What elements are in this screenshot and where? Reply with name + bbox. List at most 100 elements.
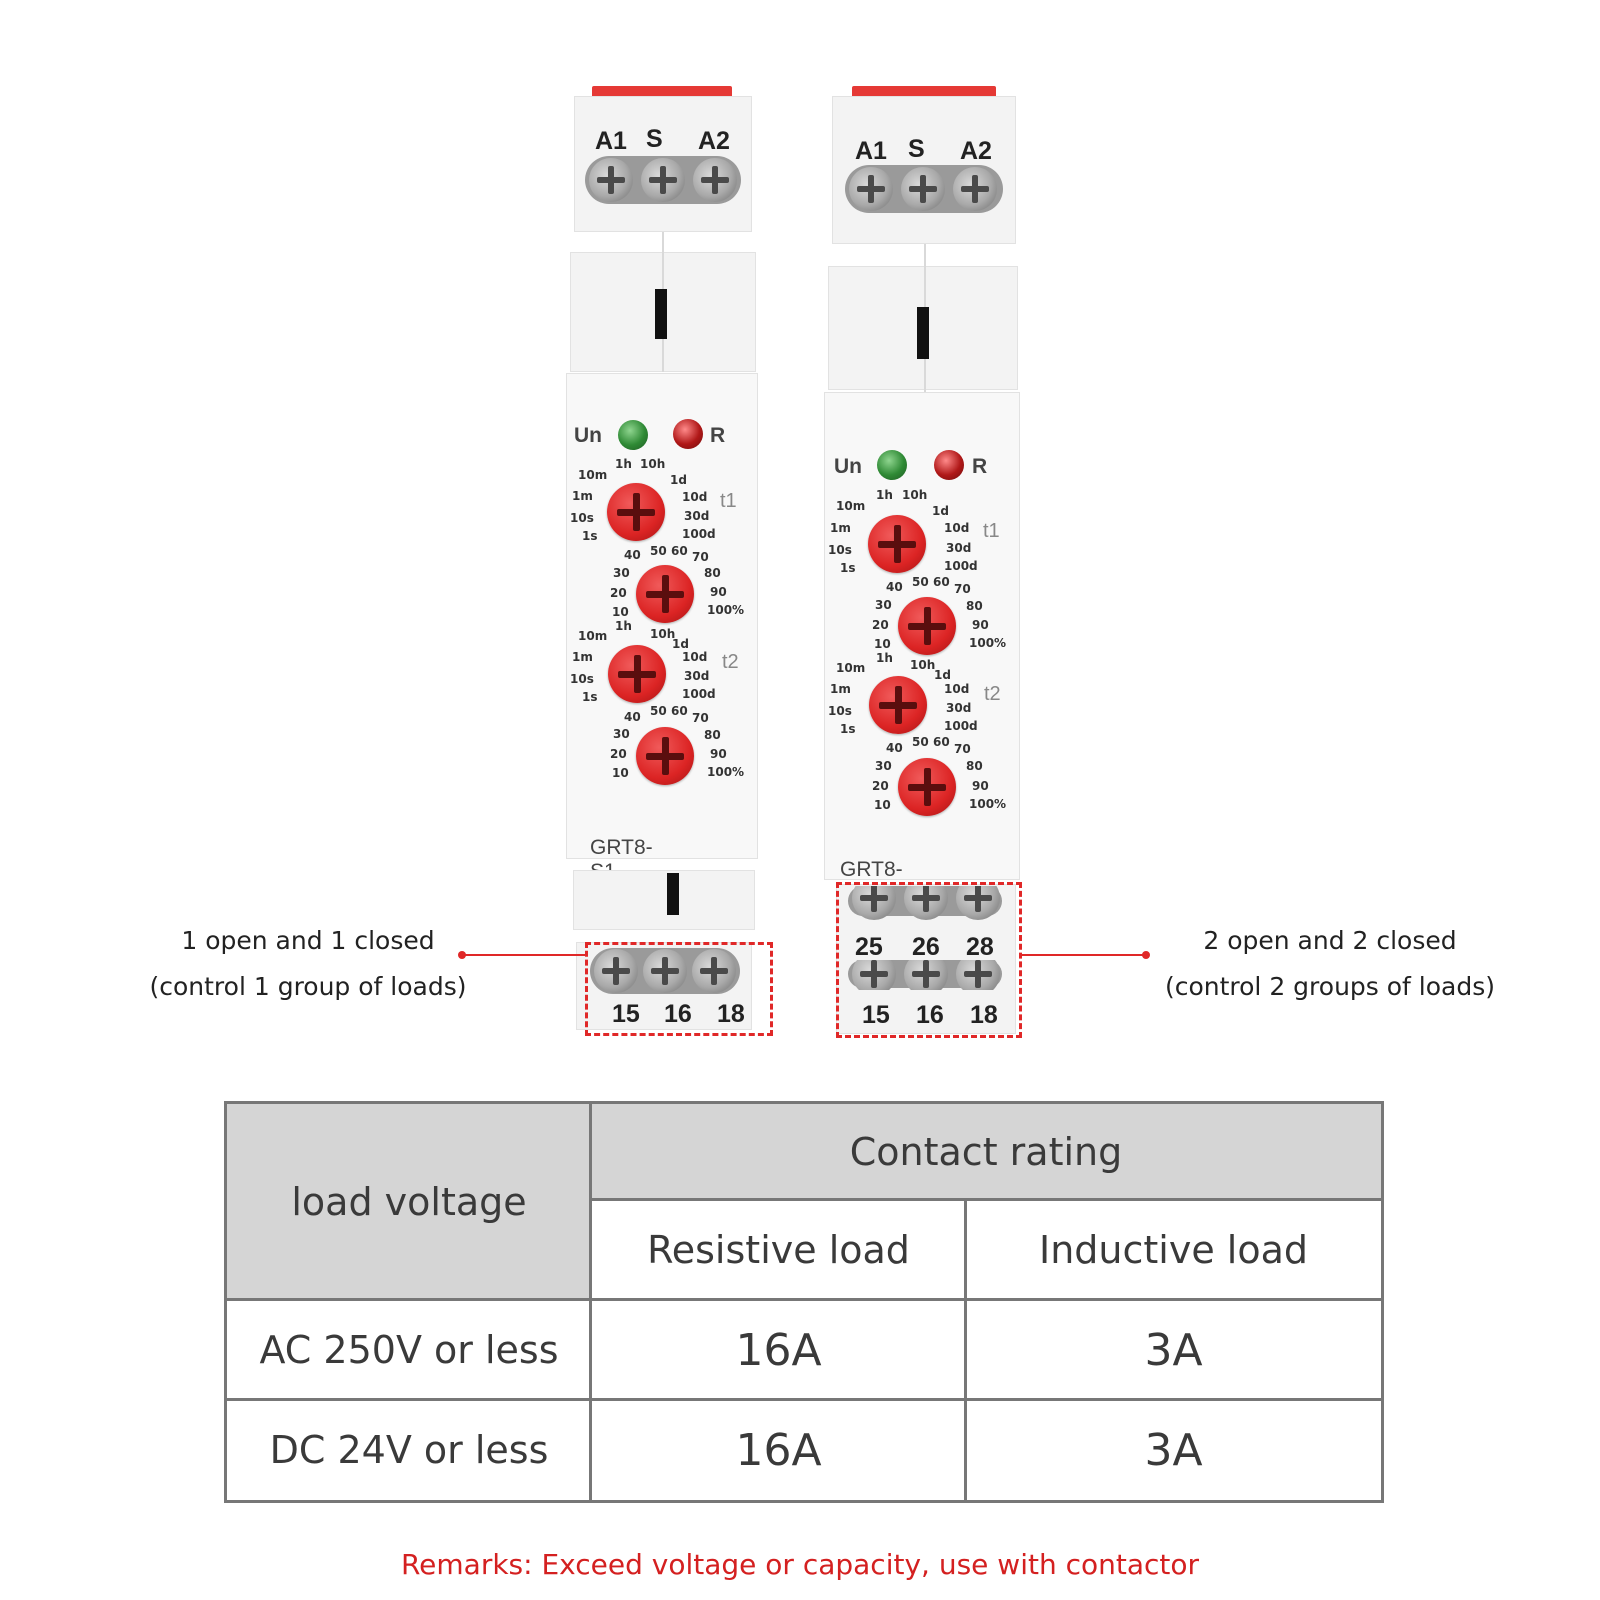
header-resistive-load: Resistive load (647, 1228, 910, 1272)
scale-label: 100% (707, 603, 745, 617)
t1-percent-knob[interactable] (898, 597, 956, 655)
screw-icon[interactable] (901, 167, 945, 211)
scale-label: 1h (876, 651, 893, 665)
scale-label: 1d (672, 637, 689, 651)
terminal-label-s: S (908, 135, 925, 163)
row-inductive-ac: 3A (1144, 1324, 1203, 1376)
table-divider (964, 1200, 967, 1500)
screw-icon[interactable] (852, 886, 896, 920)
scale-label: 1h (615, 619, 632, 633)
callout-line (464, 954, 586, 956)
terminal-highlight-box (585, 942, 773, 1036)
terminal-label-25: 25 (855, 933, 883, 961)
terminal-label-18: 18 (717, 1000, 745, 1028)
scale-label: 10m (836, 499, 866, 513)
scale-label: 10 (874, 637, 891, 651)
scale-label: 10d (944, 682, 970, 696)
power-led-icon (618, 420, 648, 450)
remarks-note: Remarks: Exceed voltage or capacity, use… (400, 1548, 1200, 1581)
relay-led-icon (934, 450, 964, 480)
scale-label: 90 (972, 618, 989, 632)
screw-icon[interactable] (904, 886, 948, 920)
scale-label: 100d (944, 559, 978, 573)
scale-label: 100% (969, 636, 1007, 650)
t2-range-knob[interactable] (869, 676, 927, 734)
relay-led-icon (673, 419, 703, 449)
screw-icon[interactable] (849, 167, 893, 211)
screw-icon[interactable] (692, 949, 736, 993)
scale-label: 80 (966, 599, 983, 613)
scale-label: 60 (671, 544, 688, 558)
t1-range-knob[interactable] (607, 483, 665, 541)
scale-label: 100% (707, 765, 745, 779)
scale-label: 1s (582, 529, 598, 543)
scale-label: 80 (704, 566, 721, 580)
scale-label: 10s (828, 704, 852, 718)
scale-label: 50 (650, 544, 667, 558)
led-label-un: Un (574, 424, 602, 447)
scale-label: 1m (830, 682, 851, 696)
header-inductive-load: Inductive load (1038, 1228, 1308, 1272)
screw-icon[interactable] (589, 158, 633, 202)
callout-left-line1: 1 open and 1 closed (181, 926, 435, 955)
scale-label: 10h (902, 488, 928, 502)
scale-label: 60 (933, 575, 950, 589)
screw-icon[interactable] (643, 949, 687, 993)
terminal-label-18: 18 (970, 1001, 998, 1029)
scale-label: 10d (682, 650, 708, 664)
scale-label: 40 (624, 710, 641, 724)
scale-label: 10h (650, 627, 676, 641)
scale-label: 50 (912, 735, 929, 749)
scale-label: 10h (910, 658, 936, 672)
table-divider (589, 1104, 592, 1500)
scale-label: 10d (682, 490, 708, 504)
led-label-un: Un (834, 455, 862, 478)
scale-label: 80 (704, 728, 721, 742)
screw-icon[interactable] (953, 167, 997, 211)
row-resistive-ac: 16A (735, 1324, 822, 1376)
callout-dot (458, 951, 466, 959)
header-load-voltage: load voltage (227, 1104, 591, 1300)
terminal-label-a2: A2 (698, 127, 730, 155)
scale-label: 10 (874, 798, 891, 812)
led-label-r: R (972, 455, 988, 478)
scale-label: 70 (692, 550, 709, 564)
scale-label: 10m (578, 468, 608, 482)
callout-left-line2: (control 1 group of loads) (149, 972, 467, 1001)
scale-label: 10 (612, 766, 629, 780)
terminal-label-15: 15 (862, 1001, 890, 1029)
t1-range-knob[interactable] (868, 515, 926, 573)
top-red-cap (852, 86, 996, 96)
scale-label: 10d (944, 521, 970, 535)
screw-icon[interactable] (641, 158, 685, 202)
screw-icon[interactable] (594, 949, 638, 993)
dial-label-t1: t1 (720, 490, 737, 512)
t2-percent-knob[interactable] (636, 727, 694, 785)
screw-icon[interactable] (693, 158, 737, 202)
screw-icon[interactable] (852, 960, 896, 990)
t1-percent-knob[interactable] (636, 565, 694, 623)
screw-icon[interactable] (956, 960, 1000, 990)
scale-label: 70 (692, 711, 709, 725)
terminal-label-26: 26 (912, 933, 940, 961)
scale-label: 50 (912, 575, 929, 589)
scale-label: 1s (840, 561, 856, 575)
top-red-cap (592, 86, 732, 96)
callout-right: 2 open and 2 closed (control 2 groups of… (1140, 918, 1520, 1010)
contact-rating-table: load voltage Contact rating Resistive lo… (224, 1101, 1384, 1503)
scale-label: 50 (650, 704, 667, 718)
led-label-r: R (710, 424, 726, 447)
scale-label: 10s (570, 672, 594, 686)
dial-label-t2: t2 (722, 651, 739, 673)
scale-label: 100d (682, 527, 716, 541)
terminal-label-a2: A2 (960, 137, 992, 165)
t2-range-knob[interactable] (608, 645, 666, 703)
din-clip-slot (917, 307, 929, 359)
scale-label: 60 (933, 735, 950, 749)
scale-label: 30d (946, 541, 972, 555)
t2-percent-knob[interactable] (898, 758, 956, 816)
scale-label: 30 (875, 759, 892, 773)
scale-label: 30 (613, 727, 630, 741)
screw-icon[interactable] (956, 886, 1000, 920)
screw-icon[interactable] (904, 960, 948, 990)
